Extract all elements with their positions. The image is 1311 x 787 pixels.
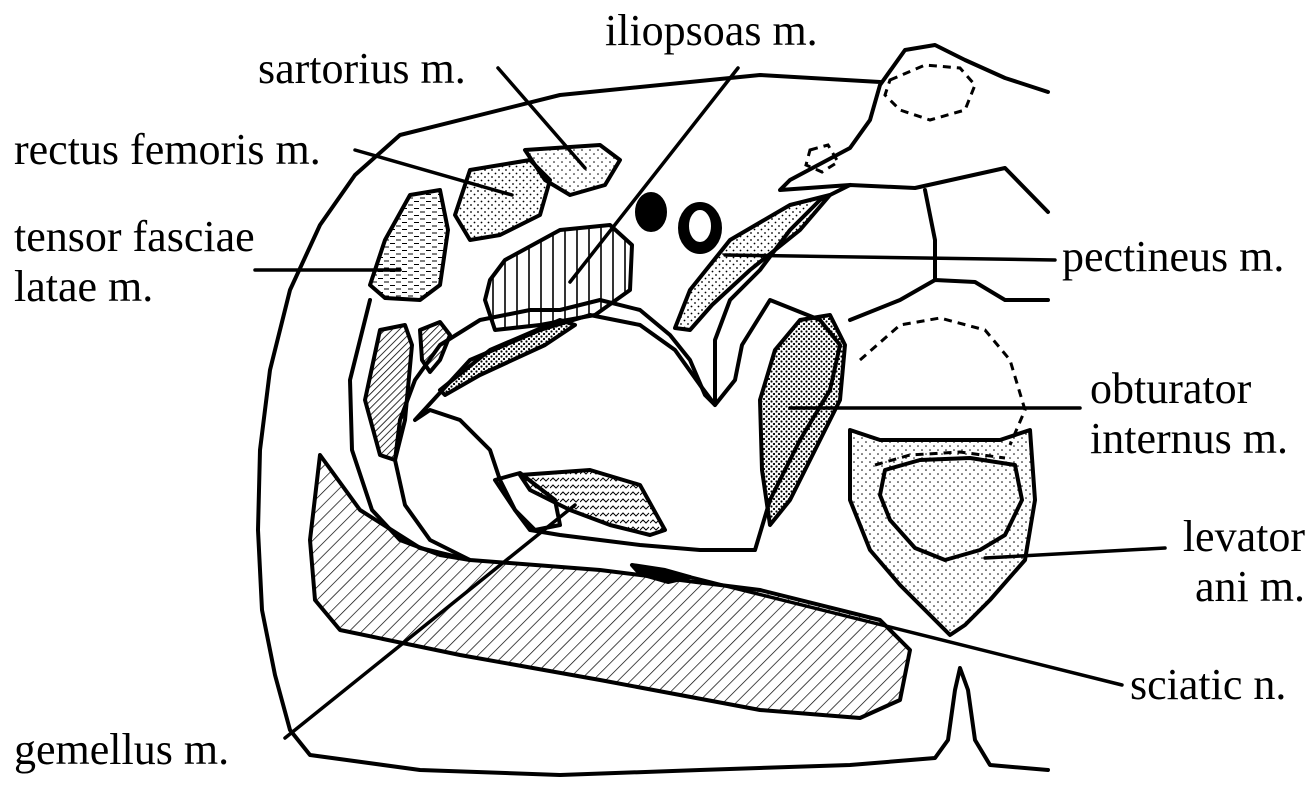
tensor-fasciae-latae-muscle	[370, 190, 448, 300]
label-pectineus: pectineus m.	[1062, 232, 1284, 282]
label-iliopsoas: iliopsoas m.	[605, 6, 818, 56]
label-sartorius: sartorius m.	[258, 44, 466, 94]
small-muscle	[420, 322, 450, 372]
femoral-vein-lumen	[690, 211, 710, 241]
obturator-internus-muscle	[760, 315, 845, 525]
label-sciatic: sciatic n.	[1130, 660, 1286, 710]
iliopsoas-muscle	[485, 225, 632, 330]
label-rectus-femoris: rectus femoris m.	[14, 125, 321, 175]
gemellus-muscle	[520, 470, 665, 535]
label-obturator-line1: obturator	[1090, 364, 1251, 414]
rectus-femoris-muscle	[455, 160, 550, 240]
gluteus-minimus-muscle	[365, 325, 412, 460]
label-obturator-line2: internus m.	[1090, 414, 1288, 464]
label-gemellus: gemellus m.	[14, 725, 229, 775]
label-levator-line2: ani m.	[1150, 562, 1305, 612]
label-tensor-fasciae-line2: latae m.	[14, 262, 153, 312]
label-levator-line1: levator	[1150, 512, 1305, 562]
right-structure-lines	[850, 190, 1048, 320]
leader-pectineus	[725, 255, 1055, 260]
femoral-artery	[637, 194, 665, 230]
label-tensor-fasciae-line1: tensor fasciae	[14, 212, 255, 262]
dashed-outline-top	[885, 65, 975, 120]
dashed-outline-rectum	[860, 318, 1025, 445]
